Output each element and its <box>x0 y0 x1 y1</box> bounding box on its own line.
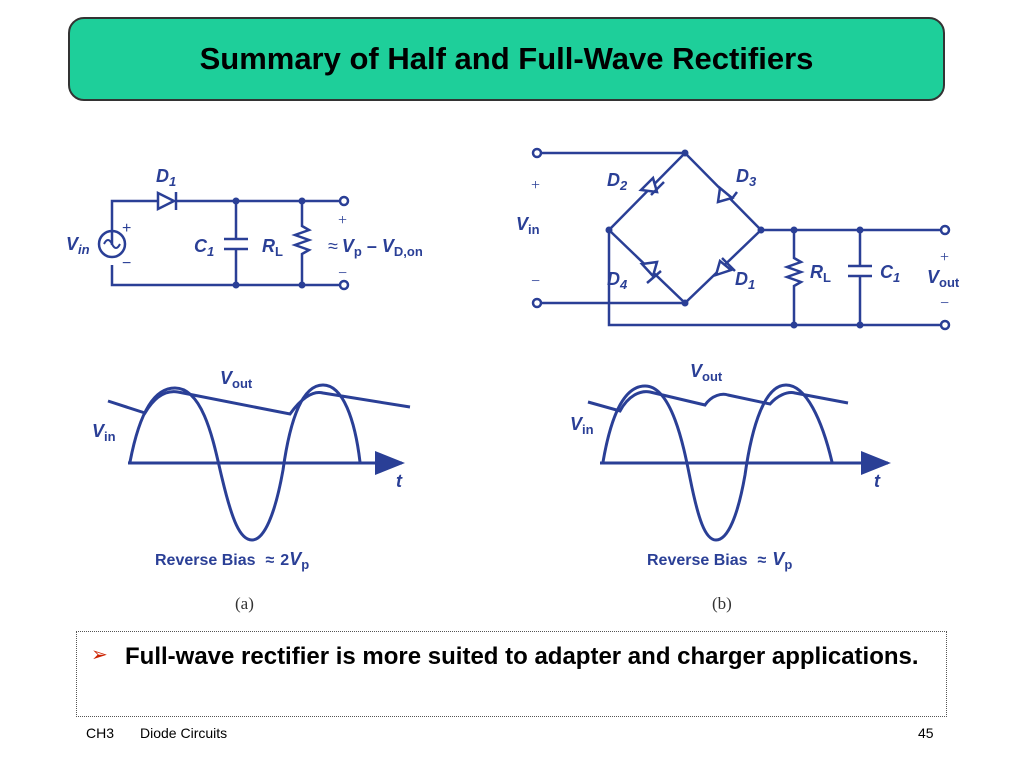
output-voltage-a: ≈Vp – VD,on <box>328 236 423 259</box>
diode-d1 <box>156 190 177 212</box>
reverse-bias-a: Reverse Bias≈2Vp <box>155 549 309 572</box>
full-wave-bridge-circuit <box>531 147 951 331</box>
diode-d1-b <box>714 257 736 277</box>
svg-text:−: − <box>531 273 540 290</box>
capacitor-c1-b <box>848 230 872 325</box>
capacitor-c1 <box>224 201 248 285</box>
d4-label: D4 <box>607 269 628 292</box>
svg-text:−: − <box>940 295 949 312</box>
caption-b: (b) <box>712 594 732 613</box>
d2-label: D2 <box>607 170 628 193</box>
svg-text:+: + <box>122 220 131 237</box>
caption-a: (a) <box>235 594 254 613</box>
c1-label-b: C1 <box>880 262 900 285</box>
vout-label-b: Vout <box>927 267 960 290</box>
vout-label-a: Vout <box>220 368 253 391</box>
vin-wave-label-a: Vin <box>92 421 116 444</box>
source-circle <box>97 229 127 259</box>
vout-curve-b <box>587 390 849 413</box>
svg-text:+: + <box>531 177 540 194</box>
full-wave-waveform <box>587 383 891 542</box>
vout-label-wave-b: Vout <box>690 361 723 384</box>
slide-title: Summary of Half and Full-Wave Rectifiers <box>199 41 814 76</box>
svg-text:t: t <box>874 471 881 491</box>
rl-label-a: RL <box>262 236 283 259</box>
svg-text:−: − <box>338 265 347 282</box>
footer-topic: Diode Circuits <box>140 725 228 741</box>
vin-label-a: Vin <box>66 234 90 257</box>
diode-d3 <box>716 185 738 204</box>
half-wave-waveform <box>107 383 411 542</box>
footer-chapter: CH3 <box>86 725 115 741</box>
vin-curve-b <box>601 383 834 542</box>
c1-label-a: C1 <box>194 236 214 259</box>
resistor-rl-b <box>783 230 805 325</box>
half-wave-circuit <box>97 190 350 291</box>
vout-curve-a <box>107 390 411 416</box>
d1-label-a: D1 <box>156 166 176 189</box>
title-banner: Summary of Half and Full-Wave Rectifiers <box>68 17 945 101</box>
note-box: ➢ Full-wave rectifier is more suited to … <box>76 631 947 717</box>
svg-text:−: − <box>122 255 131 272</box>
reverse-bias-b: Reverse Bias≈Vp <box>647 549 792 572</box>
vin-wave-label-b: Vin <box>570 414 594 437</box>
note-text: Full-wave rectifier is more suited to ad… <box>125 643 919 670</box>
sine-symbol <box>103 239 121 249</box>
footer-page-number: 45 <box>918 725 934 741</box>
bullet-arrow-icon: ➢ <box>91 644 108 666</box>
vin-label-b: Vin <box>516 214 540 237</box>
resistor-rl <box>291 201 313 285</box>
diode-d4 <box>639 260 662 284</box>
rl-label-b: RL <box>810 262 831 285</box>
svg-text:+: + <box>338 212 347 229</box>
svg-text:t: t <box>396 471 403 491</box>
d1-label-b: D1 <box>735 269 755 292</box>
svg-text:+: + <box>940 249 949 266</box>
d3-label: D3 <box>736 166 757 189</box>
vin-curve-a <box>128 383 362 542</box>
diode-d2 <box>638 175 665 196</box>
